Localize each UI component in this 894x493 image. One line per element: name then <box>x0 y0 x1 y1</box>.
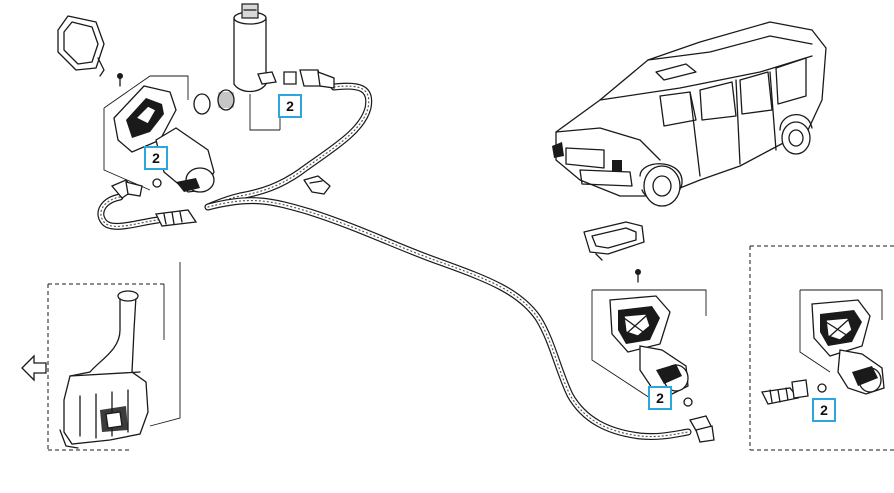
nozzle-cover-right <box>583 221 645 261</box>
detail-inset-right <box>749 245 894 451</box>
hose-joint-top <box>257 69 335 89</box>
hose-connector-left <box>110 179 198 227</box>
washer-nozzle-assembly-right <box>591 289 707 407</box>
hose-joint-right <box>689 415 715 443</box>
hose-clip <box>303 175 331 195</box>
washer-pump <box>233 3 281 131</box>
pump-grommet <box>193 89 235 115</box>
washer-hose <box>97 82 692 440</box>
washer-cap-cover <box>57 15 105 77</box>
callout-2-inset: 2 <box>812 398 836 422</box>
vehicle-illustration <box>552 21 827 207</box>
washer-reservoir <box>47 262 181 451</box>
bolt <box>117 73 123 87</box>
arrow-left-icon <box>21 354 47 382</box>
callout-2-right: 2 <box>648 386 672 410</box>
bolt-right <box>635 269 641 283</box>
washer-nozzle-assembly-left <box>103 75 215 193</box>
callout-2-left: 2 <box>144 146 168 170</box>
callout-2-top: 2 <box>278 94 302 118</box>
